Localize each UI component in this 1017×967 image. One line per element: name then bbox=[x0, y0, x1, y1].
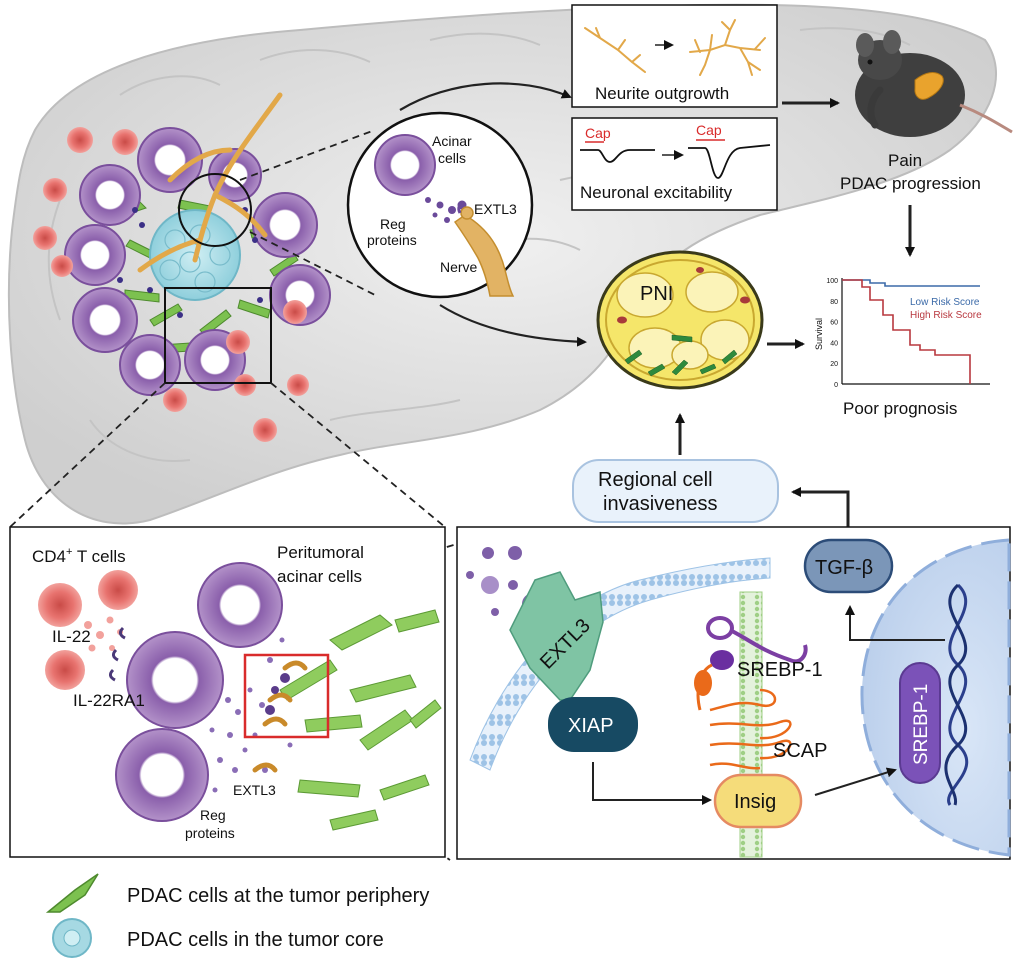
receptor-icon bbox=[108, 626, 126, 682]
il22-label: IL-22 bbox=[52, 627, 91, 646]
neuronal-excitability-label: Neuronal excitability bbox=[580, 183, 733, 202]
extl3-zoom-label: EXTL3 bbox=[474, 201, 517, 217]
legend: PDAC cells at the tumor periphery PDAC c… bbox=[45, 873, 429, 958]
current-trace-small bbox=[580, 149, 655, 163]
tgfb-box bbox=[803, 538, 894, 594]
xiap-box bbox=[548, 697, 638, 752]
high-risk-curve bbox=[842, 279, 971, 384]
arrow-to-pni bbox=[439, 304, 587, 347]
t-cells-detail bbox=[38, 570, 138, 690]
extl3-receptor-icons bbox=[252, 660, 308, 773]
cap-label-1: Cap bbox=[585, 125, 611, 141]
tumor-niche bbox=[33, 92, 331, 442]
peritumoral-label-2: acinar cells bbox=[277, 567, 362, 586]
mouse-icon bbox=[855, 30, 1013, 137]
srebp1-nuclear-label: SREBP-1 bbox=[911, 684, 932, 765]
high-risk-legend: High Risk Score bbox=[910, 310, 982, 321]
acinar-cells-detail bbox=[115, 562, 283, 822]
neurite-outgrowth-box: Neurite outgrowth bbox=[571, 4, 778, 108]
arrow-dna-to-tgfb bbox=[845, 605, 945, 641]
cap-label-2: Cap bbox=[696, 122, 722, 138]
insig-label: Insig bbox=[734, 791, 776, 813]
zoom-source-square bbox=[164, 287, 272, 384]
survival-plot: 0 20 40 60 80 100 Survival Low Risk Score Hig… bbox=[814, 278, 990, 389]
reg-detail-label-1: Reg bbox=[200, 807, 226, 823]
zoom-source-red-square bbox=[243, 653, 330, 739]
invasiveness-box: Regional cell invasiveness bbox=[572, 459, 779, 523]
tumor-cell-icon bbox=[45, 873, 99, 913]
srebp1-complex bbox=[694, 616, 808, 770]
survival-y-tick: 60 bbox=[830, 320, 838, 327]
reg-protein-dots bbox=[117, 207, 263, 318]
scap-label: SCAP bbox=[773, 740, 827, 762]
peritumoral-label-1: Peritumoral bbox=[277, 543, 364, 562]
nerve-icon bbox=[137, 92, 283, 273]
scap-coil bbox=[709, 688, 792, 770]
legend-periphery-label: PDAC cells at the tumor periphery bbox=[127, 885, 429, 907]
invasiveness-line2: invasiveness bbox=[603, 493, 718, 515]
arrow-to-neurite bbox=[399, 82, 572, 111]
legend-core-label: PDAC cells in the tumor core bbox=[127, 929, 384, 951]
pdac-progression-label: PDAC progression bbox=[840, 174, 981, 193]
current-trace-large bbox=[688, 144, 771, 179]
nerve-icon bbox=[453, 201, 515, 297]
tgfb-label: TGF-β bbox=[815, 557, 873, 579]
reg-detail-label-2: proteins bbox=[185, 825, 235, 841]
cd4-label: CD4+ T cells bbox=[32, 546, 126, 566]
right-mechanism-panel: SREBP-1 EXTL3 XIAP SREBP-1 SCAP bbox=[456, 526, 1011, 860]
arrow-xiap-to-insig bbox=[592, 762, 712, 805]
extl3-detail-label: EXTL3 bbox=[233, 782, 276, 798]
neurite-outgrowth-label: Neurite outgrowth bbox=[595, 84, 729, 103]
zoom-source-circle bbox=[178, 173, 252, 247]
survival-y-tick: 40 bbox=[830, 340, 838, 347]
pdac-periphery-cells-detail bbox=[279, 609, 442, 831]
dna-icon bbox=[944, 583, 969, 806]
neuronal-excitability-box: Cap Cap Neuronal excitability bbox=[571, 117, 778, 211]
survival-y-tick: 20 bbox=[830, 361, 838, 368]
il22-dots bbox=[84, 616, 123, 652]
pni-label: PNI bbox=[640, 283, 673, 305]
survival-y-tick: 100 bbox=[826, 278, 838, 285]
neuron-small-icon bbox=[584, 27, 646, 73]
survival-y-tick: 0 bbox=[834, 382, 838, 389]
il22ra1-label: IL-22RA1 bbox=[73, 691, 145, 710]
low-risk-legend: Low Risk Score bbox=[910, 297, 980, 308]
invasiveness-line1: Regional cell bbox=[598, 469, 713, 491]
survival-y-label: Survival bbox=[814, 318, 824, 350]
xiap-label: XIAP bbox=[568, 715, 614, 737]
neuron-large-icon bbox=[689, 19, 766, 76]
survival-y-tick: 80 bbox=[830, 299, 838, 306]
arrow-insig-to-srebp bbox=[814, 767, 897, 796]
pain-label: Pain bbox=[888, 151, 922, 170]
srebp1-nuclear-box bbox=[899, 662, 941, 784]
survival-y-ticks: 0 20 40 60 80 100 bbox=[826, 278, 838, 389]
t-cells bbox=[33, 127, 309, 442]
poor-prognosis-label: Poor prognosis bbox=[843, 399, 957, 418]
reg-protein-dots-detail bbox=[209, 637, 293, 793]
extl3-receptor-icon bbox=[509, 571, 604, 701]
arrow-tgfb-to-invasion bbox=[791, 487, 850, 540]
insig-box bbox=[713, 773, 803, 829]
nerve-zoom-label: Nerve bbox=[440, 259, 478, 275]
low-risk-curve bbox=[842, 279, 980, 287]
left-detail-panel: CD4+ T cells Peritumoral acinar cells IL… bbox=[9, 526, 446, 858]
acinar-cell-zoom bbox=[374, 134, 436, 196]
srebp1-label: SREBP-1 bbox=[737, 659, 823, 681]
pni-nerve-section: PNI bbox=[596, 250, 764, 390]
